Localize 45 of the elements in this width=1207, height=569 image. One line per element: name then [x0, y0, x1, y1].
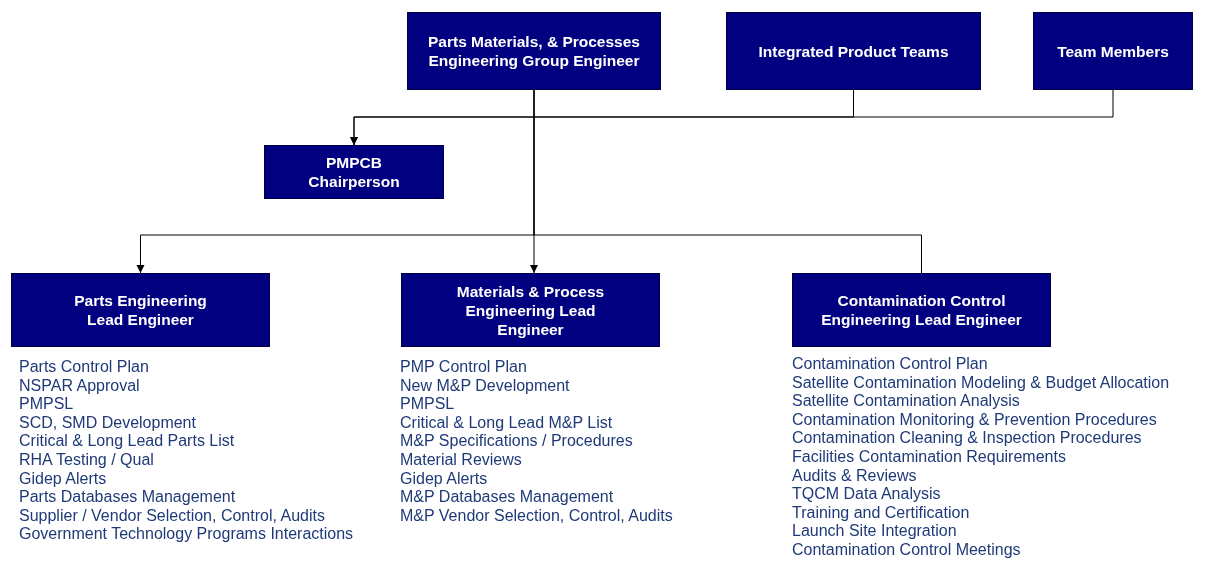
- responsibility-item: TQCM Data Analysis: [792, 485, 942, 504]
- responsibility-item: Contamination Monitoring & Prevention Procedures: [792, 410, 1158, 430]
- responsibility-item: Launch Site Integration: [792, 522, 958, 541]
- connector-arrow: [350, 89, 1114, 146]
- responsibility-item: RHA Testing / Qual: [19, 450, 155, 470]
- responsibility-item: NSPAR Approval: [19, 376, 141, 396]
- responsibility-item: PMPSL: [19, 395, 75, 414]
- responsibility-item: M&P Databases Management: [400, 488, 615, 507]
- responsibility-item: PMP Control Plan: [400, 358, 528, 377]
- title-box: [11, 273, 270, 347]
- responsibility-item: PMPSL: [400, 395, 456, 414]
- responsibility-item: Supplier / Vendor Selection, Control, Audits: [19, 506, 326, 526]
- responsibility-item: Contamination Control Meetings: [792, 540, 1022, 560]
- responsibility-item: Facilities Contamination Requirements: [792, 447, 1067, 467]
- responsibility-item: Training and Certification: [792, 503, 971, 523]
- box-title: PMPCB Chairperson: [307, 153, 401, 191]
- box-title: Parts Engineering Lead Engineer: [73, 291, 208, 329]
- responsibility-item: Satellite Contamination Modeling & Budget Allocation: [792, 373, 1170, 393]
- responsibility-item: Gidep Alerts: [19, 469, 108, 489]
- responsibility-item: SCD, SMD Development: [19, 413, 197, 433]
- responsibility-item: Critical & Long Lead M&P List: [400, 413, 614, 433]
- box-title: Contamination Control Engineering Lead Engineer: [820, 291, 1023, 329]
- responsibility-item: M&P Vendor Selection, Control, Audits: [400, 506, 673, 526]
- box-title: Team Members: [1057, 41, 1169, 61]
- responsibility-item: Contamination Cleaning & Inspection Procedures: [792, 429, 1143, 448]
- box-title: Parts Materials, & Processes Engineering Group Engineer: [427, 32, 641, 70]
- responsibility-item: Material Reviews: [400, 450, 523, 470]
- responsibility-item: Parts Control Plan: [19, 358, 150, 377]
- responsibility-item: Contamination Control Plan: [792, 355, 989, 374]
- title-box: [407, 12, 661, 90]
- responsibility-item: Satellite Contamination Analysis: [792, 392, 1021, 411]
- responsibility-item: Government Technology Programs Interactions: [19, 525, 354, 544]
- responsibility-item: Audits & Reviews: [792, 466, 918, 486]
- responsibility-item: Gidep Alerts: [400, 469, 489, 489]
- responsibility-item: New M&P Development: [400, 376, 571, 396]
- responsibility-item: Critical & Long Lead Parts List: [19, 432, 236, 451]
- box-title: Integrated Product Teams: [758, 41, 949, 61]
- title-box: [792, 273, 1051, 347]
- title-box: [401, 273, 660, 347]
- title-box: [1033, 12, 1193, 90]
- title-box: [726, 12, 981, 90]
- responsibility-item: Parts Databases Management: [19, 488, 237, 507]
- box-title: Materials & Process Engineering Lead Engineer: [455, 281, 606, 339]
- responsibility-item: M&P Specifications / Procedures: [400, 432, 634, 451]
- title-box: [264, 145, 444, 199]
